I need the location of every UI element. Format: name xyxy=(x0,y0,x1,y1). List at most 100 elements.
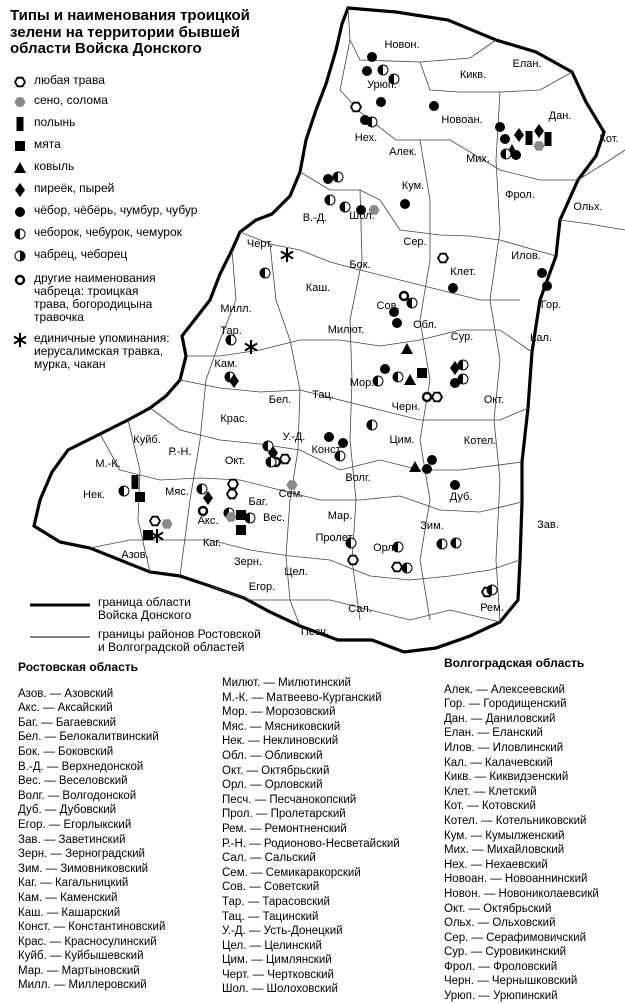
district-label: Котел. xyxy=(464,435,496,447)
circle-half-icon xyxy=(500,148,512,160)
map-title: Типы и наименования троицкой зелени на т… xyxy=(10,7,250,57)
circle-icon xyxy=(429,101,439,111)
district-label: Сер. xyxy=(403,236,426,248)
district-label: Илов. xyxy=(511,250,540,262)
abbreviation-item: Цел. — Целинский xyxy=(222,939,322,952)
legend-label: чёбор, чёбёрь, чумбур, чубур xyxy=(34,203,198,217)
circle-half-icon xyxy=(401,562,413,574)
circle-half-icon xyxy=(366,419,378,431)
district-label: Кам. xyxy=(214,358,237,370)
legend-label: чеборок, чебурок, чемурок xyxy=(34,225,182,239)
legend-item: мята xyxy=(12,138,61,154)
district-label: В.-Д. xyxy=(303,212,328,224)
abbreviation-item: Кикв. — Киквидзенский xyxy=(444,771,569,784)
thin-line-icon xyxy=(30,636,90,638)
abbreviation-item: Черн. — Чернышковский xyxy=(444,975,578,988)
abbreviation-item: Нек. — Неклиновский xyxy=(222,735,339,748)
square-icon xyxy=(143,530,153,540)
district-label: Цим. xyxy=(390,434,415,446)
legend-label: чабрец, чеборец xyxy=(34,247,128,261)
abbreviation-item: Гор. — Городищенский xyxy=(444,698,567,711)
line-legend-label: границы районов Ростовской и Волгоградск… xyxy=(98,627,261,654)
circle-half-icon xyxy=(486,584,498,596)
square-icon xyxy=(236,510,246,520)
hexagon-open-icon xyxy=(390,561,404,573)
district-label: Клет. xyxy=(450,266,475,278)
district-label: М.-К. xyxy=(95,458,120,470)
abbreviation-item: Дан. — Даниловский xyxy=(444,712,556,725)
hexagon-open-icon xyxy=(430,391,444,403)
abbreviation-item: Дуб. — Дубовский xyxy=(18,804,117,817)
abbreviation-item: Каг. — Кагальницкий xyxy=(18,877,129,890)
abbreviation-item: Прол. — Пролетарский xyxy=(222,808,346,821)
legend-label: полынь xyxy=(34,115,76,129)
circle-half-icon xyxy=(225,334,237,346)
district-label: Мяс. xyxy=(165,486,189,498)
district-label: Баг. xyxy=(248,496,267,508)
district-label: Окт. xyxy=(225,455,245,467)
triangle-icon xyxy=(404,374,416,385)
abbreviation-item: Кум. — Кумылженский xyxy=(444,829,565,842)
map: Новон.Елан.Кикв.Урюп.Новоан.Дан.Нех.Алек… xyxy=(32,6,625,654)
circle-icon xyxy=(362,66,372,76)
asterisk-icon xyxy=(13,333,27,347)
abbreviation-item: Окт. — Октябрьский xyxy=(444,902,552,915)
don-host-border xyxy=(32,6,606,654)
square-icon xyxy=(135,492,145,502)
ring-icon xyxy=(197,505,209,517)
district-label: Бел. xyxy=(269,394,291,406)
abbreviation-item: Мар. — Мартыновский xyxy=(18,964,140,977)
circle-icon xyxy=(448,283,458,293)
circle-icon xyxy=(427,455,437,465)
abbreviation-item: Мор. — Морозовский xyxy=(222,706,336,719)
diamond-icon xyxy=(203,491,213,505)
district-label: Черн. xyxy=(392,401,421,413)
abbreviation-item: Кот. — Котовский xyxy=(444,800,536,813)
circle-icon xyxy=(15,207,25,217)
district-label: Зим. xyxy=(420,520,443,532)
square-icon xyxy=(15,141,25,151)
hexagon-open-icon xyxy=(346,554,360,566)
square-icon xyxy=(417,368,427,378)
district-label: Шол. xyxy=(349,210,374,222)
circle-half-icon xyxy=(265,456,277,468)
circle-half-icon xyxy=(392,371,404,383)
ring-icon xyxy=(421,391,433,403)
diamond-icon xyxy=(268,446,278,460)
abbreviation-item: Цим. — Цимлянский xyxy=(222,954,332,967)
district-label: Конст. xyxy=(312,444,343,456)
abbreviation-item: Мяс. — Мясниковский xyxy=(222,720,341,733)
rect-vertical-icon xyxy=(131,475,139,489)
district-label: Милют. xyxy=(328,324,365,336)
circle-icon xyxy=(511,150,521,160)
abbreviation-item: Милл. — Миллеровский xyxy=(18,979,147,992)
district-label: Сал. xyxy=(348,603,372,615)
circle-icon xyxy=(495,122,505,132)
circle-icon xyxy=(392,318,402,328)
circle-half-icon xyxy=(324,194,336,206)
rect-vertical-icon xyxy=(16,117,24,131)
diamond-icon xyxy=(15,183,25,197)
abbreviation-item: Урюп. — Урюпинский xyxy=(444,990,558,1003)
hexagon-open-icon xyxy=(349,101,363,113)
hexagon-open-icon xyxy=(13,76,27,88)
district-label: Новоан. xyxy=(441,114,482,126)
abbreviation-item: Азов. — Азовский xyxy=(18,687,114,700)
circle-half-icon xyxy=(259,267,271,279)
abbreviation-item: Куйб. — Куйбышевский xyxy=(18,950,144,963)
rect-vertical-icon xyxy=(544,132,552,146)
district-label: Каг. xyxy=(203,537,221,549)
circle-half-icon xyxy=(372,375,384,387)
circle-icon xyxy=(380,364,390,374)
district-label: Кикв. xyxy=(460,69,486,81)
legend-item: чёбор, чёбёрь, чумбур, чубур xyxy=(12,204,197,220)
district-label: Крас. xyxy=(220,413,247,425)
diamond-icon xyxy=(450,361,460,375)
abbreviation-item: М.-К. — Матвеево-Курганский xyxy=(222,691,382,704)
district-label: Вес. xyxy=(263,512,285,524)
circle-icon xyxy=(15,207,25,217)
circle-half-icon xyxy=(118,485,130,497)
legend-label: пиреёк, пырей xyxy=(34,181,115,195)
abbreviation-item: Сов. — Советский xyxy=(222,881,320,894)
